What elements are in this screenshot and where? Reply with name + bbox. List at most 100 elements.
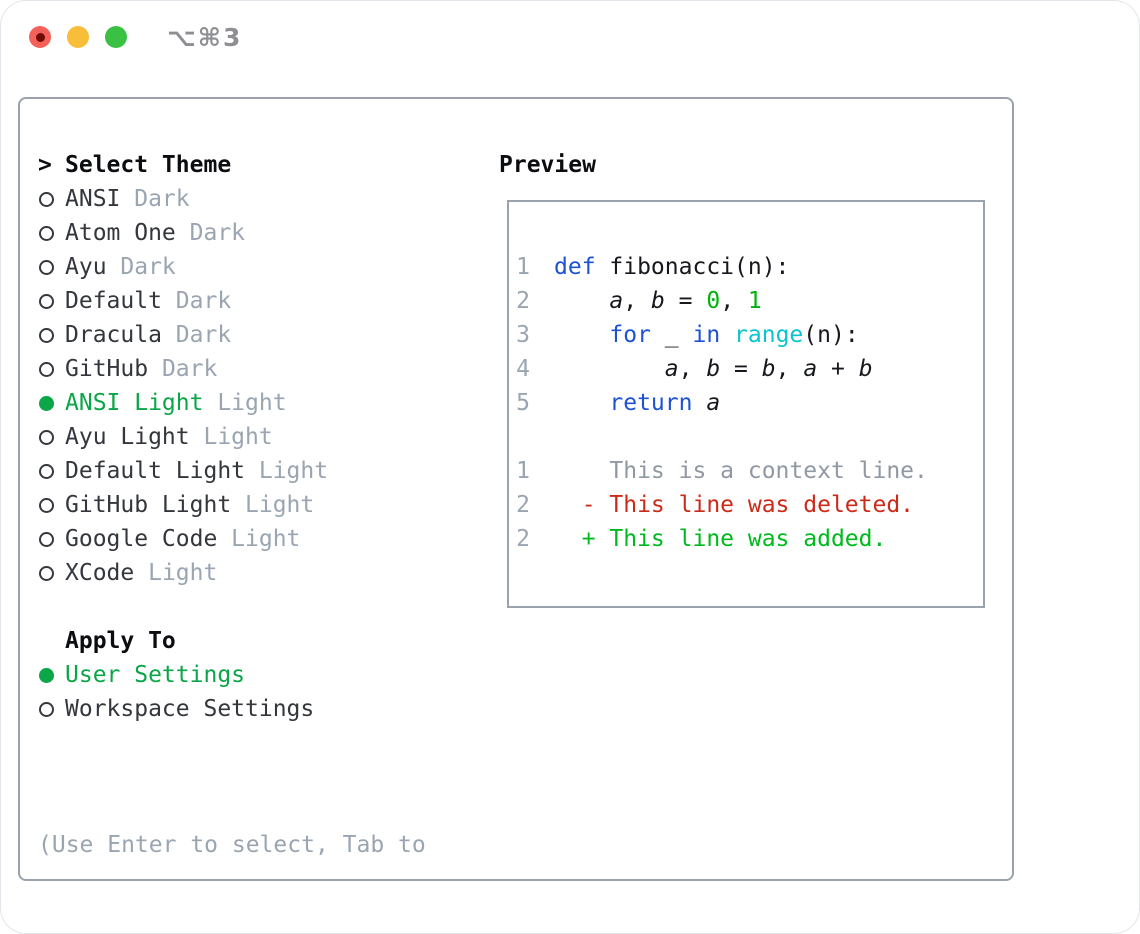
hint-text: (Use Enter to select, Tab to change focu… [38, 760, 426, 934]
theme-variant: Dark [175, 322, 232, 348]
code-token-del: - This line was deleted. [554, 492, 915, 518]
theme-name: Dracula [65, 322, 162, 348]
code-token-pl: _ [650, 322, 693, 348]
code-token-pl [692, 390, 706, 416]
radio-icon [38, 259, 65, 275]
code-token-var: b [858, 356, 873, 382]
radio-icon [38, 565, 65, 581]
close-button[interactable] [29, 26, 51, 48]
code-token-pl [554, 390, 609, 416]
theme-name: GitHub Light [65, 492, 232, 518]
apply-option[interactable]: User Settings [38, 658, 426, 692]
code-content: - This line was deleted. [554, 488, 914, 522]
code-token-pl: + [817, 356, 859, 382]
line-number: 2 [516, 288, 530, 314]
apply-option[interactable]: Workspace Settings [38, 692, 426, 726]
code-token-var: b [706, 356, 721, 382]
theme-name: XCode [65, 560, 135, 586]
preview-title: Preview [499, 152, 596, 178]
theme-variant: Dark [175, 288, 232, 314]
theme-option[interactable]: Ayu Light Light [38, 420, 426, 454]
code-line: 3 for _ in range(n): [516, 318, 983, 352]
prompt-icon: > [38, 152, 52, 178]
radio-selected-icon [38, 395, 65, 411]
code-token-pl [720, 322, 734, 348]
radio-circle [39, 395, 54, 411]
theme-variant: Dark [134, 186, 190, 212]
theme-name: Default Light [65, 458, 246, 484]
code-line: 2 a, b = 0, 1 [516, 284, 983, 318]
radio-circle [39, 565, 54, 581]
code-token-pl: fibonacci(n): [595, 254, 790, 280]
line-number: 2 [516, 492, 530, 518]
code-line: 1 def fibonacci(n): [516, 250, 983, 284]
radio-icon [38, 701, 65, 717]
close-dot-icon [35, 32, 45, 42]
theme-name: Ayu [65, 254, 107, 280]
radio-circle [39, 191, 54, 207]
theme-variant: Dark [161, 356, 218, 382]
zoom-button[interactable] [105, 26, 127, 48]
theme-variant: Light [148, 560, 218, 586]
radio-icon [38, 531, 65, 547]
line-number: 1 [516, 254, 530, 280]
code-token-pl: , [623, 288, 651, 314]
code-token-pl: , [775, 356, 804, 382]
radio-selected-icon [38, 667, 65, 683]
hint-line-1: (Use Enter to select, Tab to [38, 832, 426, 858]
code-token-pl: (n): [803, 322, 859, 348]
minimize-button[interactable] [67, 26, 89, 48]
spacer [38, 590, 426, 624]
code-content: return a [554, 386, 720, 420]
radio-circle [39, 497, 54, 513]
code-line: 2 + This line was added. [516, 522, 983, 556]
theme-variant: Light [203, 424, 273, 450]
code-token-num: 0 [706, 288, 721, 314]
line-number: 3 [516, 322, 530, 348]
select-theme-title: Select Theme [65, 152, 232, 178]
code-line: 1 This is a context line. [516, 454, 983, 488]
radio-circle [39, 667, 54, 683]
line-number: 1 [516, 458, 530, 484]
theme-option[interactable]: XCode Light [38, 556, 426, 590]
code-token-pl: , [720, 288, 748, 314]
theme-name: Atom One [65, 220, 176, 246]
code-token-var: a [609, 288, 624, 314]
theme-option[interactable]: GitHub Light Light [38, 488, 426, 522]
theme-option[interactable]: Dracula Dark [38, 318, 426, 352]
radio-icon [38, 191, 65, 207]
code-token-pl [554, 288, 609, 314]
radio-circle [39, 463, 54, 479]
theme-variant: Light [231, 526, 301, 552]
window-shortcut-label: ⌥⌘3 [167, 22, 243, 52]
code-token-kw: def [554, 254, 596, 280]
radio-circle [39, 259, 54, 275]
radio-icon [38, 361, 65, 377]
theme-variant: Light [245, 492, 315, 518]
radio-icon [38, 327, 65, 343]
code-token-kw: return [609, 390, 693, 416]
code-token-var: b [761, 356, 776, 382]
theme-option[interactable]: GitHub Dark [38, 352, 426, 386]
code-content: + This line was added. [554, 522, 887, 556]
hint-line-2: change focus) [38, 930, 426, 934]
theme-name: Ayu Light [65, 424, 190, 450]
radio-circle [39, 293, 54, 309]
code-token-pl: = [664, 288, 707, 314]
code-token-kw: in [692, 322, 721, 348]
theme-name: GitHub [65, 356, 149, 382]
